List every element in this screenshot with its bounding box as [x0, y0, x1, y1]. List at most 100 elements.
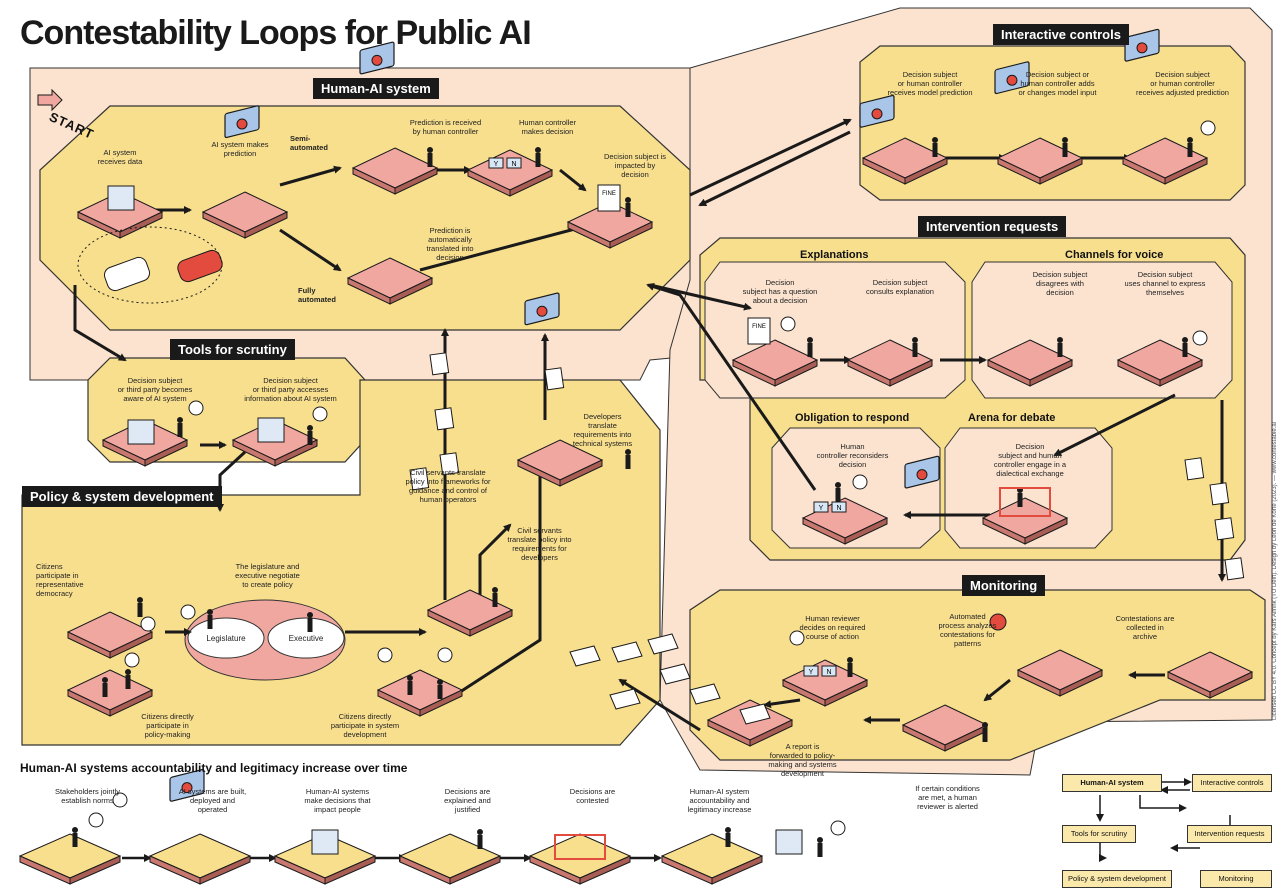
person-figure-27-body [477, 835, 483, 849]
yes-button-3 [803, 665, 819, 677]
sublabel-fully-automated: Fully automated [298, 286, 336, 304]
tile-citizens-rep-side-2 [109, 631, 153, 659]
timeline-tile-6 [660, 833, 764, 879]
person-figure-25-body [207, 615, 213, 629]
person-figure-25-head [207, 609, 213, 615]
caption-report-forwarded: A report is forwarded to policy- making … [768, 742, 837, 778]
caption-reviewer-decides: Human reviewer decides on required cours… [799, 614, 866, 641]
tile-civil-side-2 [469, 609, 513, 637]
arena-ring [999, 487, 1051, 517]
person-figure-7-body [807, 343, 813, 357]
person-figure-9-head [1057, 337, 1063, 343]
tile-arena-side-2 [1024, 517, 1068, 545]
envelope-5 [609, 688, 641, 710]
legend-tools-for-scrutiny: Tools for scrutiny [1062, 825, 1136, 843]
speech-bubble-12 [112, 792, 128, 808]
tile-ic-1-side-2 [904, 157, 948, 185]
tile-developers-side-2 [559, 459, 603, 487]
person-figure-28-body [725, 833, 731, 847]
person-figure-8-body [912, 343, 918, 357]
section-label-intervention-requests: Intervention requests [918, 216, 1067, 237]
tile-archive-side-2 [1209, 671, 1253, 699]
legend-policy-development: Policy & system development [1062, 870, 1172, 888]
person-figure-22-body [847, 663, 853, 677]
tile-ic-2-side-2 [1039, 157, 1083, 185]
caption-civil-servants-frameworks: Civil servants translate policy into fra… [405, 468, 491, 504]
tile-automated-side-2 [1059, 669, 1103, 697]
document-8 [1214, 517, 1235, 541]
timeline-step-2: AI systems are built, deployed and opera… [178, 787, 247, 814]
person-figure-22-head [847, 657, 853, 663]
caption-developers-translate: Developers translate requirements into t… [572, 412, 633, 448]
tile-citizens-system-side-2 [419, 689, 463, 717]
envelope-3 [647, 633, 679, 655]
no-label-2: N [836, 505, 841, 512]
server-data [107, 185, 135, 211]
flow-arrows [73, 118, 1226, 732]
person-figure-2-head [535, 147, 541, 153]
person-figure-27-head [477, 829, 483, 835]
envelope-2 [611, 641, 643, 663]
speech-bubble-8 [124, 652, 140, 668]
speech-bubble-5 [1192, 330, 1208, 346]
yes-label-2: Y [819, 505, 824, 512]
caption-scrutiny-accesses: Decision subject or third party accesses… [244, 376, 337, 403]
fine-stamp-1: FINE [602, 191, 616, 197]
caption-controller-reconsiders: Human controller reconsiders decision [816, 442, 889, 469]
section-label-human-ai: Human-AI system [313, 78, 439, 99]
speech-bubble-10 [437, 647, 453, 663]
sublabel-arena: Arena for debate [968, 412, 1056, 424]
document-4 [409, 467, 430, 491]
timeline-laptop-screen-mark [181, 782, 193, 794]
document-5 [544, 367, 565, 391]
tile-voice-2-side-2 [1159, 359, 1203, 387]
envelope-7 [739, 703, 771, 725]
person-figure-13-head [177, 417, 183, 423]
timeline-arena-ring [554, 834, 606, 860]
sublabel-obligation: Obligation to respond [795, 412, 910, 424]
policy-panel [21, 379, 661, 746]
document-6 [1184, 457, 1205, 481]
person-figure-6-body [1187, 143, 1193, 157]
timeline-step-3: Human-AI systems make decisions that imp… [304, 787, 371, 814]
tile-prediction-side-2 [244, 211, 288, 239]
laptop-expl-screen-mark [871, 108, 883, 120]
fine-letter-1 [597, 184, 621, 212]
timeline-server [311, 829, 339, 855]
person-figure-3-head [625, 197, 631, 203]
caption-ai-makes-prediction: AI system makes prediction [211, 140, 269, 158]
person-figure-4-body [932, 143, 938, 157]
timeline-tile-2 [148, 833, 252, 879]
envelope-1 [569, 645, 601, 667]
person-figure-19-body [125, 675, 131, 689]
timeline-tile-1-side-2 [69, 855, 121, 885]
person-figure-6-head [1187, 137, 1193, 143]
person-figure-1-head [427, 147, 433, 153]
server-scrutiny-2 [257, 417, 285, 443]
person-figure-18-head [102, 677, 108, 683]
person-figure-20-head [407, 675, 413, 681]
person-figure-5-head [1062, 137, 1068, 143]
speech-bubble-2 [312, 406, 328, 422]
person-figure-10-head [1182, 337, 1188, 343]
caption-citizens-representative: Citizens participate in representative d… [36, 562, 84, 598]
sublabel-channels-for-voice: Channels for voice [1065, 249, 1164, 261]
fine-stamp-2: FINE [752, 324, 766, 330]
yes-button-2 [813, 501, 829, 513]
caption-prediction-translated: Prediction is automatically translated i… [426, 226, 474, 262]
person-figure-21-head [437, 679, 443, 685]
no-button-3 [821, 665, 837, 677]
person-figure-18-body [102, 683, 108, 697]
car-sensor [103, 256, 151, 292]
person-figure-10-body [1182, 343, 1188, 357]
tile-scrutiny-1-side-2 [144, 439, 188, 467]
caption-subject-impacted: Decision subject is impacted by decision [603, 152, 667, 179]
tile-ic-3-side-2 [1164, 157, 1208, 185]
timeline-tile-2-side-2 [199, 855, 251, 885]
timeline-step-1: Stakeholders jointly establish norms [54, 787, 121, 805]
person-figure-14-head [307, 425, 313, 431]
laptop-alerted-screen-mark [916, 469, 928, 481]
document-3 [439, 452, 460, 476]
